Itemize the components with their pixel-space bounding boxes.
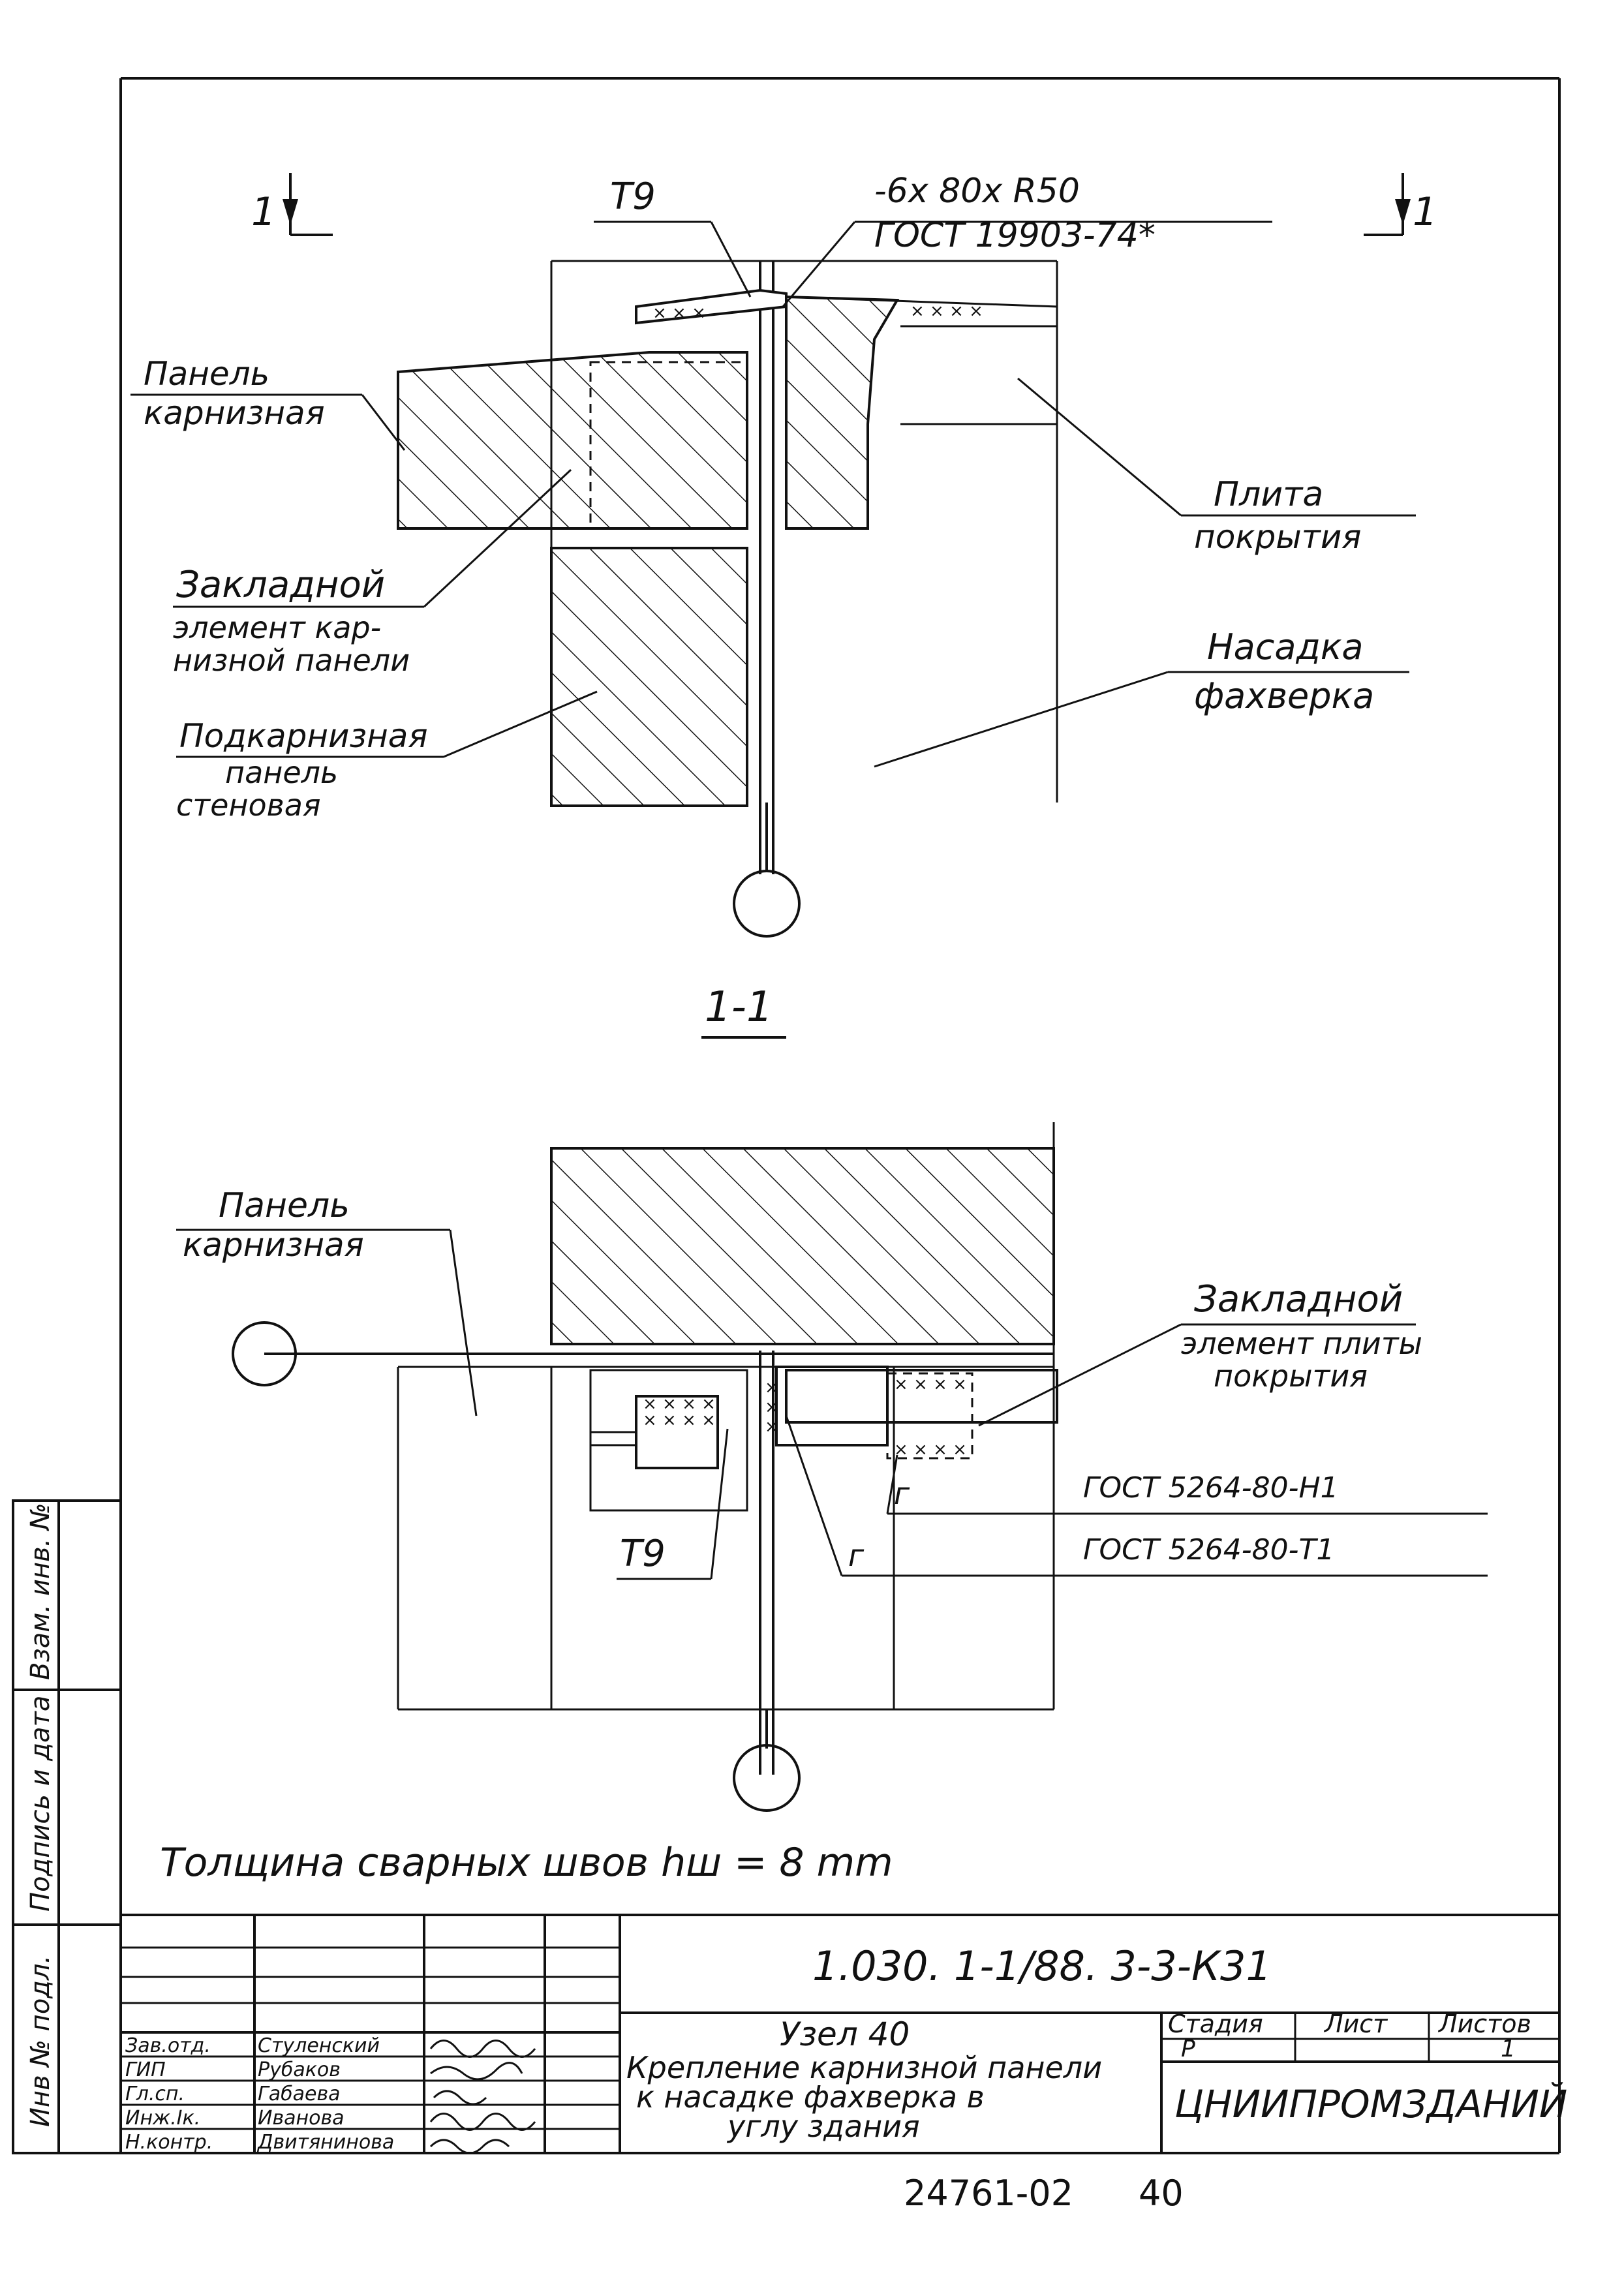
svg-text:×: × — [765, 1398, 779, 1417]
title-line-3: к насадке фахверка в — [636, 2079, 985, 2115]
section-mark-right-label: 1 — [1413, 189, 1437, 235]
node1-subcornice-3: стеновая — [176, 788, 321, 823]
node1-embedded-3: низной панели — [173, 643, 410, 678]
svg-text:× × ×: × × × — [652, 303, 706, 323]
section-mark-right: 1 — [1364, 173, 1437, 236]
svg-text:× × × ×: × × × × — [894, 1375, 967, 1394]
weld-thickness-note: Толщина сварных швов hш = 8 mm — [160, 1840, 893, 1886]
svg-text:×: × — [765, 1378, 779, 1398]
page-number: 40 — [1139, 2173, 1184, 2214]
side-stamp-inv: Инв № подл. — [25, 1955, 55, 2127]
signatures — [429, 2040, 536, 2154]
svg-text:× × × ×: × × × × — [910, 301, 983, 321]
side-stamp-replace: Взам. инв. № — [25, 1503, 55, 1680]
node1-plate-gost: ГОСТ 19903-74* — [874, 216, 1156, 255]
axis-marker-2 — [232, 1321, 297, 1386]
node1-cornice-panel-2: карнизная — [144, 394, 325, 432]
node1-truss-cap-2: фахверка — [1194, 675, 1374, 716]
node1-roof-slab-1: Плита — [1214, 475, 1323, 514]
node2-gost-2: ГОСТ 5264-80-Т1 — [1083, 1533, 1334, 1567]
svg-text:× × × ×: × × × × — [643, 1394, 716, 1414]
side-stamp-sign: Подпись и дата — [25, 1696, 55, 1912]
name-4: Двитянинова — [256, 2131, 394, 2154]
svg-text:× × × ×: × × × × — [894, 1440, 967, 1460]
role-4: Н.контр. — [125, 2131, 213, 2154]
node-2-detail: × × × × × × × × × × × × × × × × × × × Па… — [176, 1122, 1488, 1812]
top-block-section — [550, 1147, 1055, 1345]
node1-plate-spec: -6х 80х R50 — [874, 172, 1080, 211]
node1-embedded-2: элемент кар- — [173, 610, 381, 645]
node2-gost-1: ГОСТ 5264-80-Н1 — [1083, 1471, 1339, 1505]
node1-cornice-panel-1: Панель — [144, 355, 269, 393]
node2-weld-mark-1: г — [894, 1476, 910, 1511]
title-line-4: углу здания — [726, 2109, 920, 2144]
stage-value: Р — [1181, 2036, 1195, 2062]
title-line-2: Крепление карнизной панели — [626, 2050, 1102, 2085]
doc-code: 1.030. 1-1/88. 3-3-К31 — [812, 1942, 1272, 1990]
org-name: ЦНИИПРОМЗДАНИЙ — [1174, 2081, 1567, 2126]
archive-number: 24761-02 — [904, 2173, 1073, 2214]
section-title-label: 1-1 — [705, 983, 773, 1032]
name-3: Иванова — [258, 2107, 345, 2130]
section-mark-left-label: 1 — [251, 189, 276, 235]
node1-subcornice-2: панель — [225, 755, 338, 790]
sheets-value: 1 — [1501, 2036, 1516, 2062]
svg-text:× × × ×: × × × × — [643, 1411, 716, 1430]
svg-text:×: × — [765, 1417, 779, 1437]
name-1: Рубаков — [258, 2058, 341, 2081]
node1-truss-cap-1: Насадка — [1207, 626, 1364, 667]
node2-cornice-panel-1: Панель — [219, 1186, 350, 1225]
section-mark-left: 1 — [251, 173, 333, 236]
axis-marker-1 — [733, 870, 801, 938]
node2-cornice-panel-2: карнизная — [183, 1226, 364, 1264]
subcornice-panel-section — [550, 547, 748, 807]
node2-weld-mark-2: г — [848, 1538, 865, 1573]
name-0: Стуленский — [258, 2034, 380, 2057]
role-2: Гл.сп. — [125, 2083, 185, 2105]
node2-td-label: Т9 — [620, 1533, 666, 1575]
node1-embedded-1: Закладной — [176, 564, 385, 606]
side-stamp: Инв № подл. Подпись и дата Взам. инв. № — [12, 1499, 122, 2154]
node-1-detail: 1 1 × × × × × × × — [130, 172, 1437, 938]
node2-embedded-1: Закладной — [1194, 1278, 1403, 1321]
cornice-panel-section — [397, 351, 748, 530]
node2-embedded-2: элемент плиты — [1181, 1326, 1422, 1361]
stage-header: Стадия — [1168, 2010, 1263, 2038]
sheets-header: Листов — [1437, 2010, 1531, 2038]
title-block: 1.030. 1-1/88. 3-3-К31 Узел 40 Крепление… — [121, 1914, 1567, 2154]
role-0: Зав.отд. — [125, 2034, 211, 2057]
node1-td-label: Т9 — [610, 176, 656, 218]
sheet-header: Лист — [1323, 2010, 1388, 2038]
name-2: Габаева — [258, 2083, 341, 2105]
axis-marker-3 — [733, 1744, 801, 1812]
roof-slab-section — [785, 295, 900, 530]
node1-subcornice-1: Подкарнизная — [179, 717, 428, 755]
node2-embedded-3: покрытия — [1214, 1358, 1368, 1394]
role-1: ГИП — [125, 2058, 166, 2081]
role-3: Инж.Iк. — [125, 2107, 200, 2130]
section-title: 1-1 — [701, 983, 786, 1039]
title-line-1: Узел 40 — [780, 2015, 910, 2053]
node1-roof-slab-2: покрытия — [1194, 518, 1361, 556]
